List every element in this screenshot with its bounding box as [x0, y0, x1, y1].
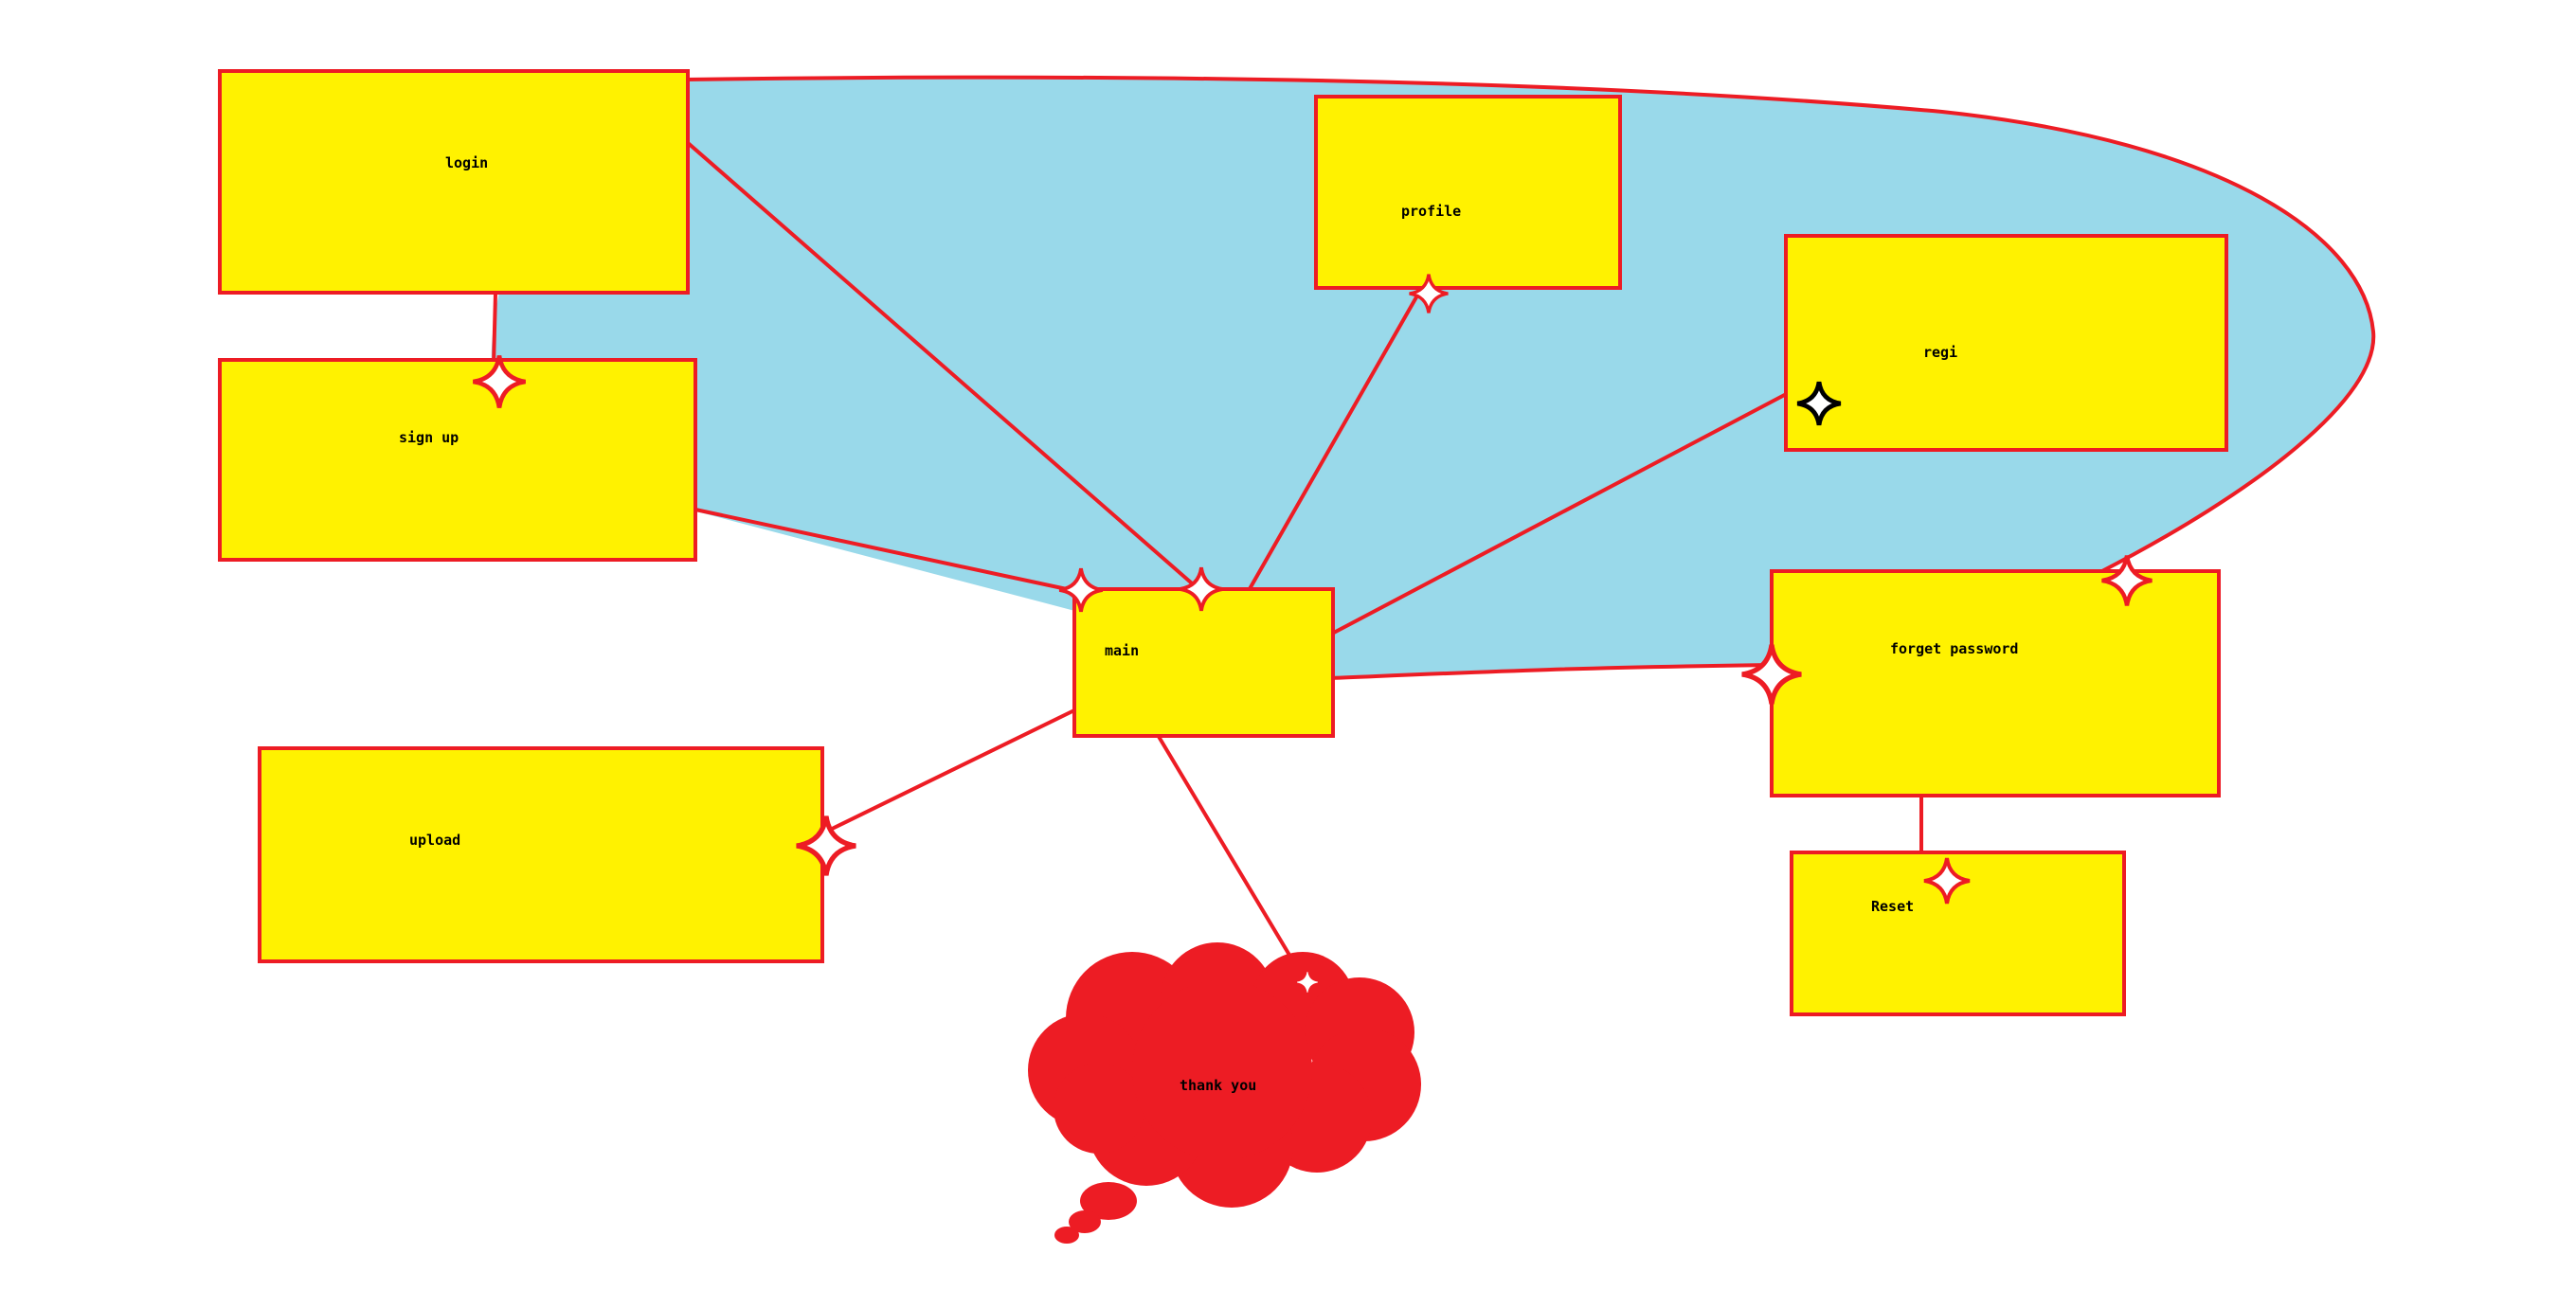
box-profile-label: profile	[1401, 203, 1461, 220]
thought-cloud-label: thank you	[1180, 1077, 1256, 1094]
blue-region-bottom-edge	[1330, 663, 1773, 680]
connectors	[492, 140, 1923, 968]
box-upload[interactable]: upload	[258, 746, 824, 963]
box-forget-password[interactable]: forget password	[1770, 569, 2221, 797]
blue-region	[491, 77, 2374, 678]
box-sign-up-label: sign up	[399, 429, 459, 446]
box-regi-label: regi	[1923, 344, 1957, 361]
box-login[interactable]: login	[218, 69, 690, 295]
connector-regi-main	[1329, 388, 1794, 636]
box-regi[interactable]: regi	[1784, 234, 2228, 452]
thought-cloud-thank-you[interactable]: thank you	[1028, 942, 1421, 1244]
box-sign-up[interactable]: sign up	[218, 358, 697, 562]
connector-signup-main	[694, 508, 1081, 594]
connector-login-main	[685, 140, 1200, 591]
box-reset-label: Reset	[1871, 898, 1914, 915]
connector-login-signup	[492, 293, 497, 366]
box-main[interactable]: main	[1072, 587, 1335, 738]
box-login-label: login	[445, 154, 488, 171]
blue-region-outline	[683, 75, 2376, 575]
box-profile[interactable]: profile	[1314, 95, 1622, 290]
box-main-label: main	[1105, 642, 1139, 659]
box-upload-label: upload	[409, 832, 460, 849]
box-forget-password-label: forget password	[1890, 640, 2018, 657]
connector-upload-main	[821, 707, 1079, 835]
connector-main-thankyou	[1156, 733, 1298, 968]
connector-profile-main	[1245, 288, 1423, 595]
